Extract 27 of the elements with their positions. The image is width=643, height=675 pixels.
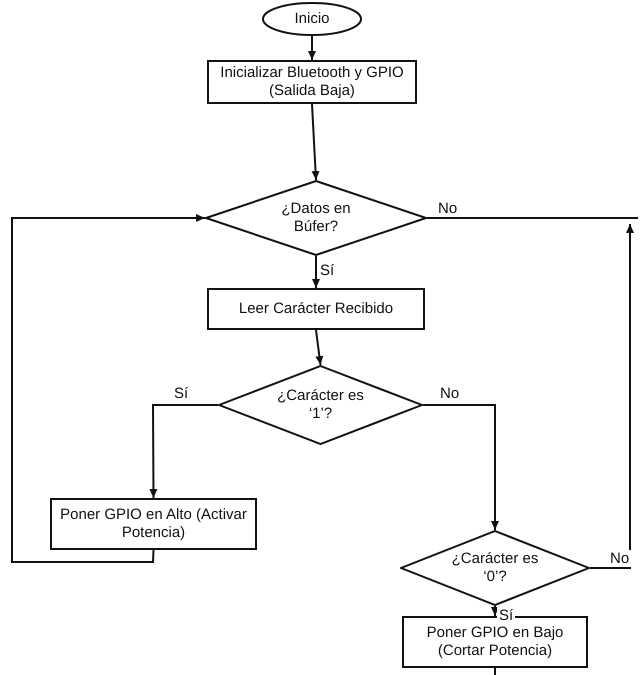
start-terminal bbox=[262, 2, 362, 36]
arrow bbox=[149, 404, 218, 498]
connector-line bbox=[427, 217, 638, 219]
arrow bbox=[590, 224, 634, 569]
node-text: ¿Carácter es ‘1’? bbox=[276, 387, 365, 423]
arrow bbox=[11, 214, 205, 563]
arrow bbox=[423, 404, 499, 530]
node-text: Leer Carácter Recibido bbox=[238, 300, 394, 318]
arrow bbox=[315, 330, 324, 366]
node-text: Poner GPIO en Bajo (Cortar Potencia) bbox=[426, 624, 564, 660]
process-box bbox=[50, 498, 257, 550]
arrow bbox=[491, 606, 499, 616]
node-text: Inicializar Bluetooth y GPIO (Salida Baja) bbox=[219, 64, 405, 100]
decision-diamond bbox=[400, 530, 590, 606]
decision-diamond bbox=[205, 180, 427, 256]
arrow bbox=[308, 36, 316, 60]
process-box bbox=[207, 60, 417, 104]
node-text: Inicio bbox=[294, 10, 330, 28]
decision-diamond bbox=[218, 365, 423, 445]
node-text: Poner GPIO en Alto (Activar Potencia) bbox=[59, 506, 248, 542]
node-text: ¿Carácter es ‘0’? bbox=[450, 550, 540, 586]
arrow bbox=[312, 256, 320, 288]
process-box bbox=[207, 288, 425, 330]
connector-line bbox=[494, 668, 496, 675]
arrow bbox=[311, 104, 320, 180]
node-text: ¿Datos en Búfer? bbox=[280, 200, 352, 236]
edge-label: No bbox=[608, 550, 632, 567]
